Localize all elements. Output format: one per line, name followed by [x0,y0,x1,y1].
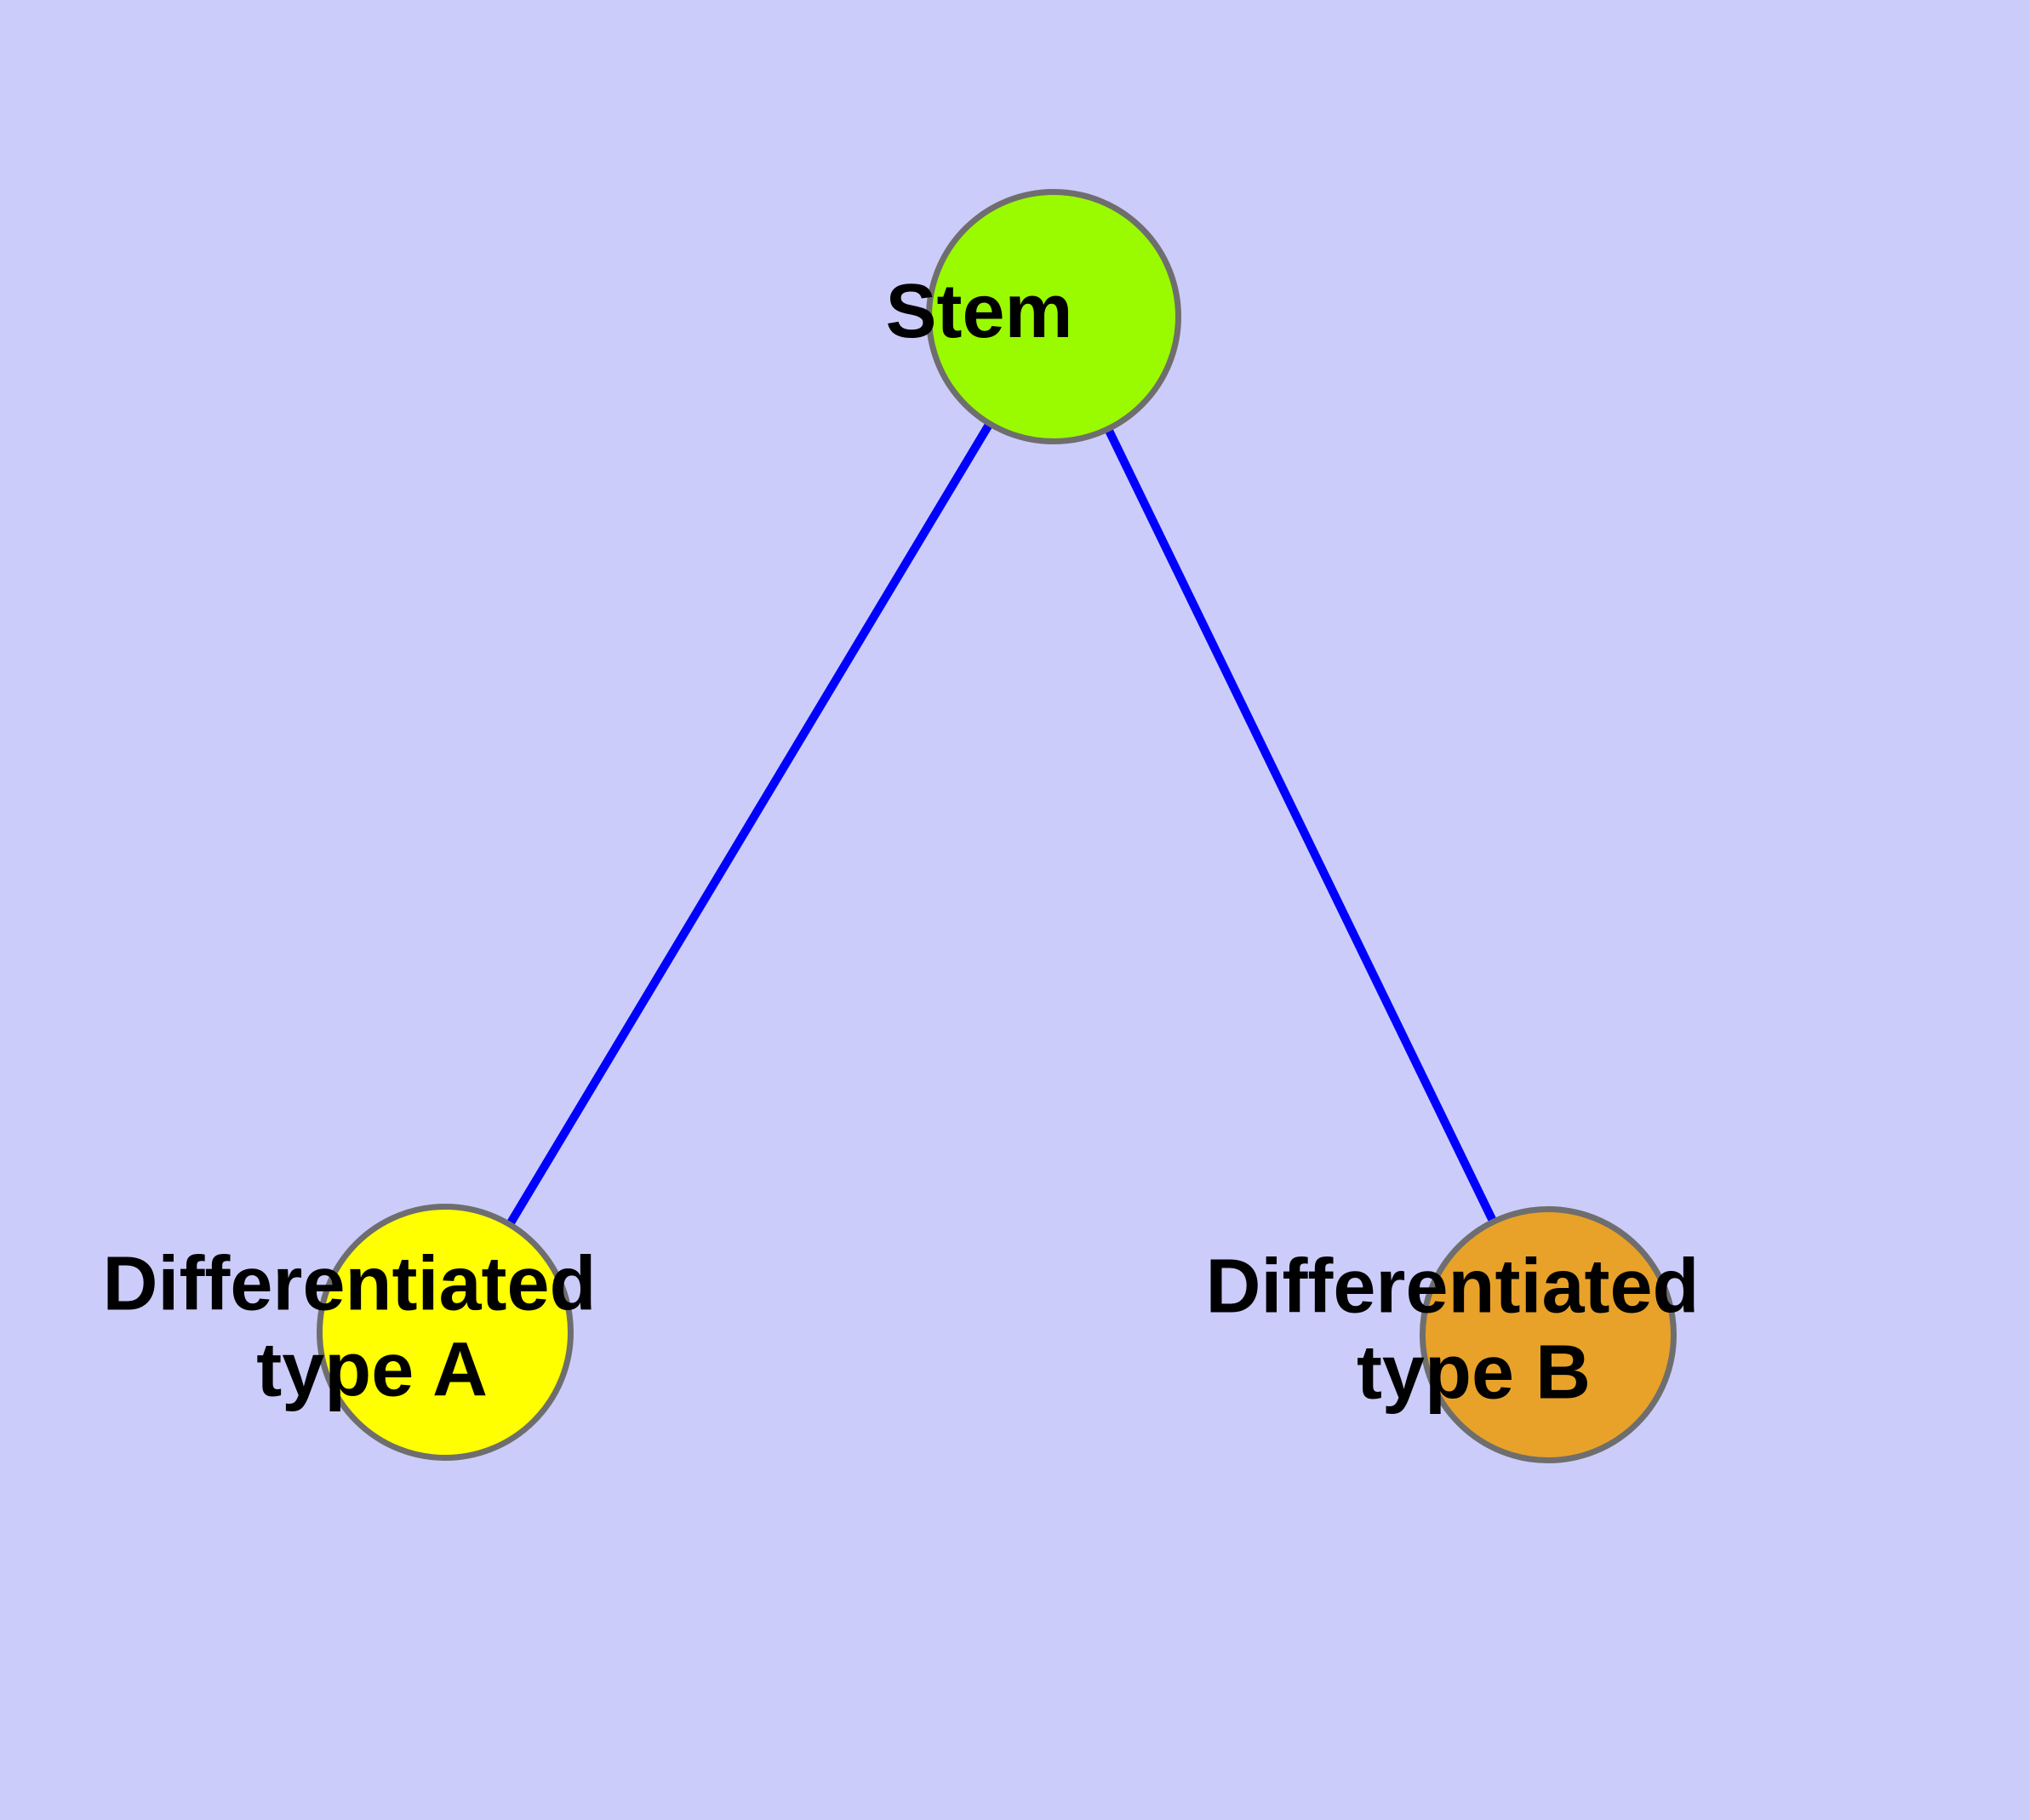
label-layer: Stem Differentiated type A Differentiate… [0,0,1699,1415]
node-stem-label: Stem [0,0,1222,354]
node-differentiated-type-b-circle[interactable] [1420,1206,1677,1463]
edge-layer [506,422,1497,1226]
node-differentiated-type-a-label: Differentiated type A [0,0,788,1412]
edge-stem-to-differentiated-a[interactable] [506,422,993,1226]
node-differentiated-type-b-label: Differentiated type B [1205,1244,1699,1415]
edge-stem-to-differentiated-b[interactable] [1105,427,1497,1223]
node-layer [317,189,1677,1463]
node-differentiated-type-a-circle[interactable] [317,1204,574,1461]
node-stem-circle[interactable] [926,189,1181,444]
